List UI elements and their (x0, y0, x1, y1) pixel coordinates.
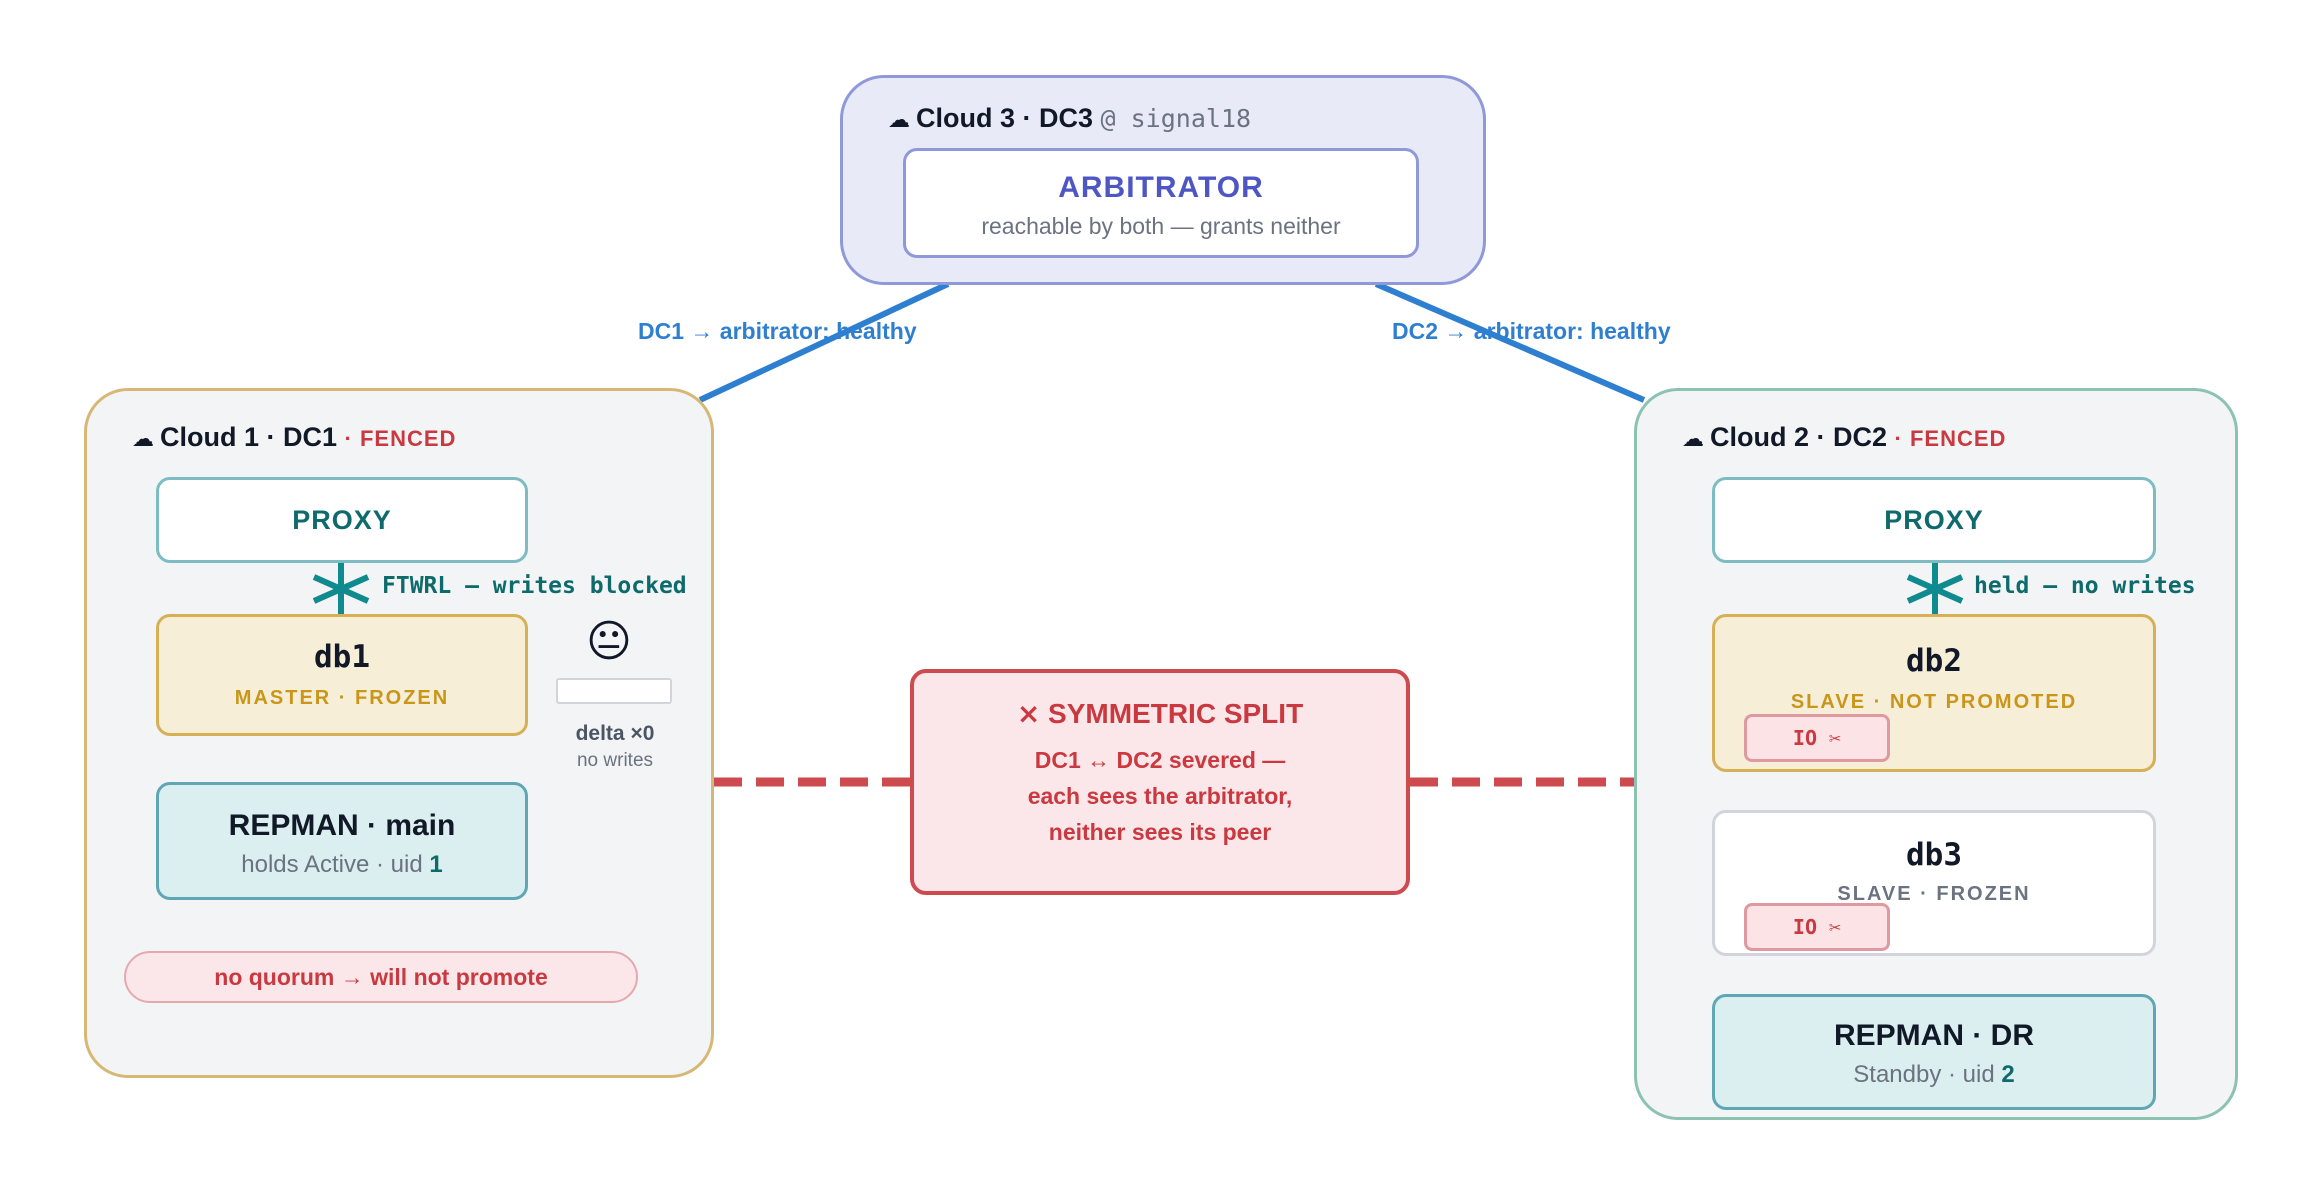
repman-main-name: REPMAN · main (228, 809, 456, 842)
db2-role: SLAVE · NOT PROMOTED (1790, 691, 2078, 713)
dc1-arbitrator-link (698, 281, 950, 403)
dc2-arbitrator-link-label: DC2 → arbitrator: healthy (1392, 318, 1671, 344)
arbitrator-node[interactable]: ARBITRATOR reachable by both — grants ne… (903, 148, 1419, 258)
dc1-proxy-node[interactable]: PROXY (156, 477, 528, 563)
dc2-proxy-label: PROXY (1884, 505, 1984, 535)
dc1-ftwrl-label: FTWRL — writes blocked (382, 573, 687, 599)
db3-node[interactable]: db3 SLAVE · FROZEN (1712, 810, 2156, 956)
no-quorum-badge: no quorum → will not promote (124, 951, 638, 1003)
split-line-1: DC1 ↔ DC2 severed — (1034, 747, 1286, 773)
db2-name: db2 (1906, 643, 1962, 679)
delta-counter: delta ×0 (575, 722, 655, 745)
cloud2-fenced-status: · FENCED (1894, 426, 2007, 451)
symmetric-split-node[interactable]: ⨯ SYMMETRIC SPLIT DC1 ↔ DC2 severed — ea… (910, 669, 1410, 895)
cloud-icon: ☁ (132, 426, 154, 451)
cloud1-title: ☁Cloud 1 · DC1 · FENCED (132, 422, 457, 452)
delta-subtext: no writes (576, 750, 654, 771)
cloud1-fenced-status: · FENCED (344, 426, 457, 451)
arbitrator-title: ARBITRATOR (1058, 171, 1264, 204)
db1-name: db1 (314, 639, 370, 675)
cloud3-title: ☁Cloud 3 · DC3 @ signal18 (888, 103, 1252, 133)
arbitrator-subtitle: reachable by both — grants neither (981, 213, 1341, 239)
cloud2-title: ☁Cloud 2 · DC2 · FENCED (1682, 422, 2007, 452)
repman-main-uid: 1 (429, 851, 443, 878)
split-line-2: each sees the arbitrator, (1027, 783, 1293, 809)
repman-dr-status: Standby · uid 2 (1853, 1061, 2015, 1088)
delta-progress-bar (556, 678, 672, 704)
cloud-icon: ☁ (1682, 426, 1704, 451)
repman-dr-uid: 2 (2001, 1061, 2015, 1088)
write-held-icon (1906, 563, 1964, 615)
db3-io-thread-badge: IO ✂ (1744, 903, 1890, 951)
repman-main-status: holds Active · uid 1 (241, 851, 443, 878)
repman-dr-name: REPMAN · DR (1834, 1019, 2034, 1052)
write-blocked-icon (312, 563, 370, 615)
split-line-3: neither sees its peer (1048, 819, 1272, 845)
dc1-proxy-label: PROXY (292, 505, 392, 535)
dc1-arbitrator-link-label: DC1 → arbitrator: healthy (638, 318, 917, 344)
db3-role: SLAVE · FROZEN (1837, 883, 2031, 905)
db1-node[interactable]: db1 MASTER · FROZEN (156, 614, 528, 736)
cloud-icon: ☁ (888, 107, 910, 132)
db3-name: db3 (1906, 837, 1962, 873)
neutral-face-icon: 😐 (586, 617, 632, 666)
dc2-arbitrator-link (1374, 281, 1646, 403)
repman-main-node[interactable]: REPMAN · main holds Active · uid 1 (156, 782, 528, 900)
dc2-held-label: held — no writes (1974, 573, 2196, 599)
split-title: ⨯ SYMMETRIC SPLIT (1016, 698, 1304, 729)
dc2-proxy-node[interactable]: PROXY (1712, 477, 2156, 563)
db1-role: MASTER · FROZEN (234, 687, 450, 709)
db2-io-thread-badge: IO ✂ (1744, 714, 1890, 762)
repman-dr-node[interactable]: REPMAN · DR Standby · uid 2 (1712, 994, 2156, 1110)
cloud3-host: @ signal18 (1100, 104, 1252, 133)
